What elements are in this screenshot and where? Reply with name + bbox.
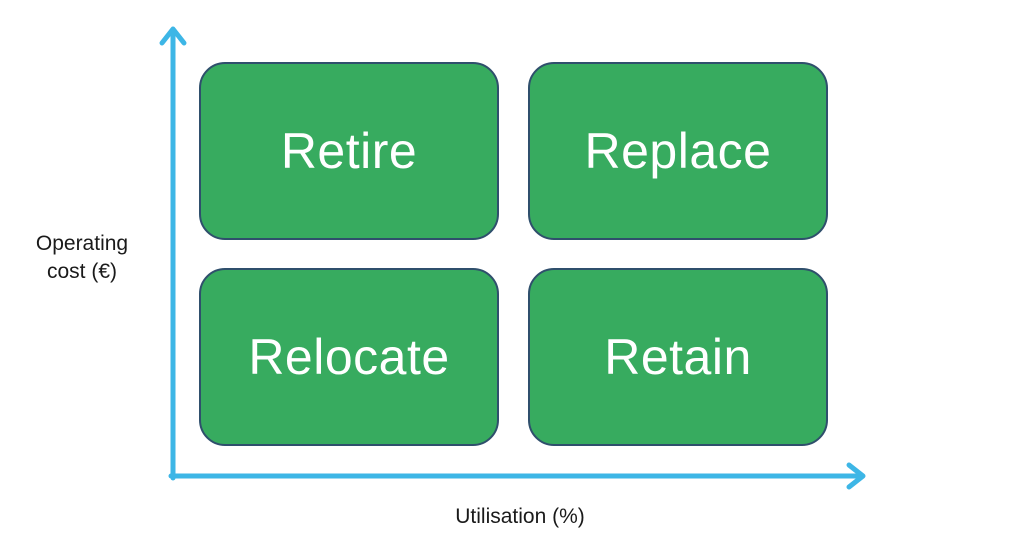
- quadrant-retire-label: Retire: [280, 123, 418, 179]
- y-axis-label-line-2: cost (€): [46, 260, 117, 283]
- x-axis-arrowhead: [846, 462, 866, 490]
- quadrant-replace: Replace: [528, 62, 828, 240]
- y-axis-label-line-1: Operating: [35, 232, 129, 255]
- quadrant-retain-label: Retain: [604, 329, 752, 385]
- quadrant-replace-label: Replace: [584, 123, 772, 179]
- y-axis-arrowhead: [159, 26, 187, 46]
- quadrant-relocate: Relocate: [199, 268, 499, 446]
- y-axis-label: Operating cost (€): [12, 230, 152, 286]
- quadrant-retain: Retain: [528, 268, 828, 446]
- quadrant-retire: Retire: [199, 62, 499, 240]
- x-axis-label: Utilisation (%): [455, 505, 585, 528]
- quadrant-relocate-label: Relocate: [248, 329, 450, 385]
